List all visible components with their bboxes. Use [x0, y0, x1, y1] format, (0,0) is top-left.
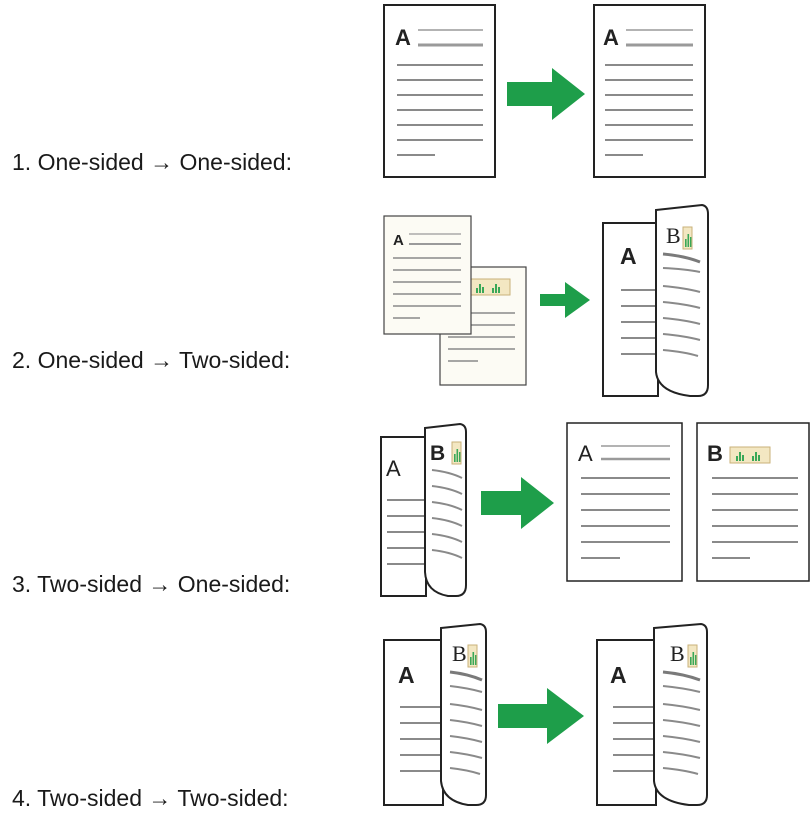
- row-4-result-booklet: A B: [596, 622, 708, 806]
- page-letter-b: B: [666, 223, 681, 248]
- row-1-source-page: A: [383, 4, 496, 178]
- row-3-result-page-a: A: [566, 422, 683, 582]
- page-letter-a: A: [386, 456, 401, 481]
- row-3-label: 3. Two-sided → One-sided:: [12, 571, 291, 597]
- page-letter-a: A: [578, 441, 593, 466]
- row-3-result-page-b: B: [696, 422, 810, 582]
- page-letter-b: B: [707, 441, 723, 466]
- row-2-label: 2. One-sided → Two-sided:: [12, 347, 291, 373]
- page-letter-b: B: [430, 442, 445, 465]
- row-2-result-booklet: A B: [602, 203, 709, 397]
- page-letter-a: A: [398, 662, 415, 688]
- page-letter-a: A: [620, 243, 637, 269]
- row-3-source-booklet: A B: [380, 422, 467, 597]
- row-1-label: 1. One-sided → One-sided:: [12, 149, 292, 175]
- page-letter-a: A: [603, 25, 619, 50]
- row-1-arrow: [507, 68, 585, 120]
- page-letter-a: A: [395, 25, 411, 50]
- page-letter-b: B: [452, 641, 467, 666]
- row-2-arrow: [540, 282, 590, 318]
- row-4-label: 4. Two-sided → Two-sided:: [12, 785, 289, 811]
- row-3-arrow: [481, 477, 554, 529]
- page-letter-a: A: [610, 662, 627, 688]
- row-4-source-booklet: A B: [383, 622, 487, 806]
- page-letter-b: B: [670, 641, 685, 666]
- row-1-result-page: A: [593, 4, 706, 178]
- row-4-arrow: [498, 688, 584, 744]
- page-letter-a: A: [393, 232, 404, 249]
- row-2-source-page-a: A: [383, 215, 472, 335]
